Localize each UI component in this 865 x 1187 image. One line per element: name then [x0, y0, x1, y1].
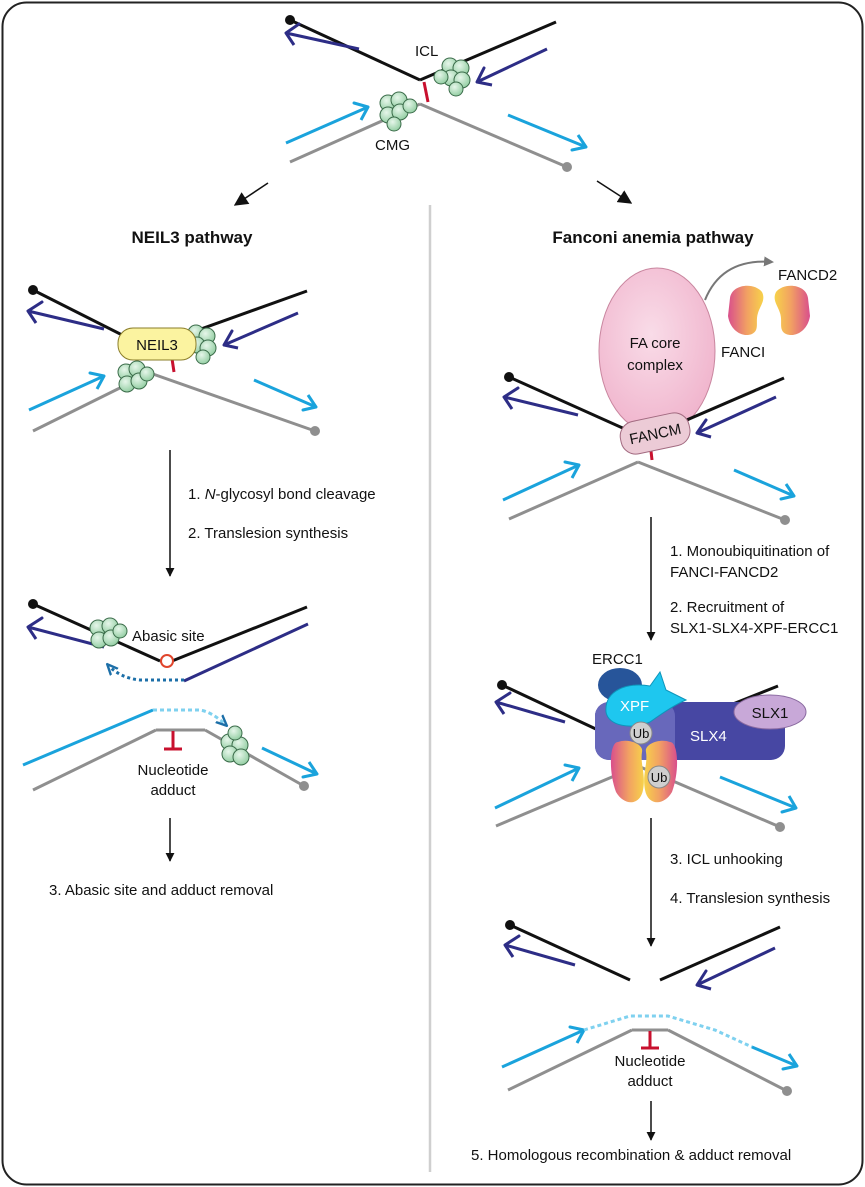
top-replication-fork: ICL CMG	[284, 15, 588, 172]
nascent-strand-arrow-right	[507, 113, 588, 152]
fa-step4-text: 4. Translesion synthesis	[670, 890, 830, 907]
neil3-step2-text: 2. Translesion synthesis	[188, 525, 348, 542]
ub-label-2: Ub	[651, 770, 668, 785]
fa-core-complex-label-line2: complex	[627, 357, 683, 374]
fa-step1-text-line1: 1. Monoubiquitination of	[670, 543, 830, 560]
branch-arrow-fa	[596, 180, 633, 204]
neil3-pathway-title: NEIL3 pathway	[132, 228, 253, 247]
cmg-helicase-icon	[89, 617, 128, 649]
fanci-label: FANCI	[721, 344, 765, 361]
dashed-nascent-strand-light	[153, 708, 226, 725]
abasic-site-label: Abasic site	[132, 628, 205, 645]
ub-label-1: Ub	[633, 726, 650, 741]
ubiquitin-icon	[647, 765, 671, 789]
xpf-nuclease-icon	[605, 670, 688, 727]
slx1-label: SLX1	[752, 705, 789, 722]
neil3-protein-label: NEIL3	[136, 337, 178, 354]
neil3-unhooked-fork-diagram: Abasic site Nucleotide adduct	[22, 599, 319, 799]
fa-step2-text-line1: 2. Recruitment of	[670, 599, 785, 616]
icl-label: ICL	[415, 43, 438, 60]
fa-fork-diagram: FANCD2 FANCI FA core complex FANCM	[502, 256, 837, 525]
nascent-strand-arrow-left	[285, 101, 370, 145]
abasic-site-icon	[160, 654, 174, 668]
neil3-fork-diagram: NEIL3	[26, 285, 320, 436]
fa-step1-text-line2: FANCI-FANCD2	[670, 564, 778, 581]
ubiquitin-icon	[629, 721, 653, 745]
slx4-label: SLX4	[690, 728, 727, 745]
xpf-label: XPF	[620, 698, 649, 715]
nucleotide-adduct-icon	[641, 1031, 659, 1050]
black-strand-5prime-dot	[285, 15, 295, 25]
neil3-step1-text: 1. N-glycosyl bond cleavage	[188, 486, 376, 503]
slx1-bubble	[733, 694, 807, 730]
leading-strand-arrow-right	[475, 47, 548, 87]
fancd2-label: FANCD2	[778, 267, 837, 284]
fanci-fancd2-dimer-icon	[728, 285, 810, 336]
fa-nucleotide-adduct-label-line2: adduct	[627, 1073, 673, 1090]
fa-step5-text: 5. Homologous recombination & adduct rem…	[471, 1147, 791, 1164]
cmg-helicase-top-icon	[433, 57, 471, 97]
dashed-nascent-strand	[108, 665, 184, 682]
grey-strand-end-dot	[562, 162, 572, 172]
neil3-step3-text: 3. Abasic site and adduct removal	[49, 882, 273, 899]
icl-crosslink	[422, 81, 430, 103]
fancm-bubble	[619, 412, 691, 455]
cmg-label: CMG	[375, 137, 410, 154]
branch-arrow-neil3	[233, 182, 269, 206]
fa-step2-text-line2: SLX1-SLX4-XPF-ERCC1	[670, 620, 838, 637]
fa-unhooked-fork-diagram: Nucleotide adduct	[501, 920, 799, 1096]
nucleotide-adduct-label-line1: Nucleotide	[138, 762, 209, 779]
fa-core-complex-label-line1: FA core	[630, 335, 681, 352]
ercc1-label: ERCC1	[592, 651, 643, 668]
cmg-helicase-bottom-icon	[379, 91, 418, 132]
nucleotide-adduct-icon	[164, 731, 182, 751]
neil3-protein-bubble: NEIL3	[117, 327, 197, 361]
fanci-fancd2-loading-arrow	[704, 256, 774, 301]
nucleotide-adduct-label-line2: adduct	[150, 782, 196, 799]
leading-strand-arrow-left	[284, 22, 360, 51]
fa-step3-text: 3. ICL unhooking	[670, 851, 783, 868]
fa-nuclease-fork-diagram: SLX4 SLX1 ERCC1 XPF Ub Ub	[494, 651, 807, 832]
fa-dashed-nascent-strand	[583, 1014, 753, 1049]
cmg-helicase-icon	[220, 725, 250, 766]
fa-nucleotide-adduct-label-line1: Nucleotide	[615, 1053, 686, 1070]
cmg-helicase-icon	[117, 360, 155, 393]
fa-pathway-title: Fanconi anemia pathway	[552, 228, 754, 247]
